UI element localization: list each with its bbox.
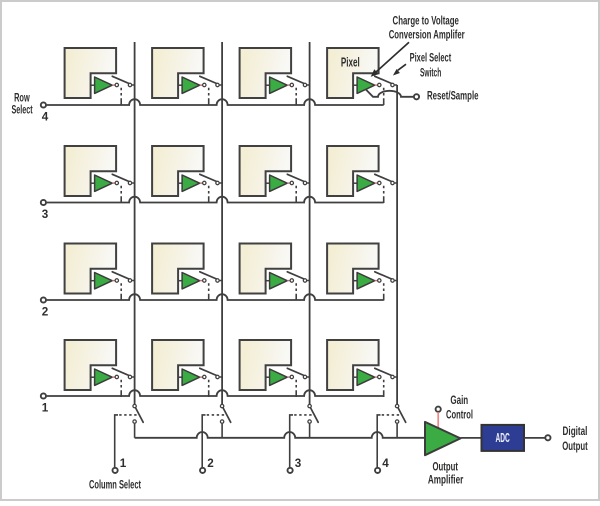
svg-text:Reset/Sample: Reset/Sample — [427, 89, 479, 103]
svg-text:4: 4 — [42, 109, 49, 123]
svg-text:Amplifier: Amplifier — [428, 473, 464, 487]
svg-text:3: 3 — [42, 207, 49, 221]
svg-text:Control: Control — [446, 408, 473, 422]
svg-text:Pixel Select: Pixel Select — [410, 51, 452, 65]
svg-text:3: 3 — [295, 456, 302, 470]
svg-text:Row: Row — [14, 90, 30, 104]
svg-text:Output: Output — [562, 439, 588, 453]
svg-text:Switch: Switch — [420, 66, 441, 80]
svg-text:Digital: Digital — [563, 424, 588, 438]
svg-text:Conversion Amplifer: Conversion Amplifer — [389, 27, 465, 41]
svg-text:1: 1 — [120, 456, 127, 470]
svg-text:Select: Select — [12, 102, 33, 116]
svg-text:2: 2 — [42, 304, 49, 318]
svg-text:1: 1 — [42, 400, 49, 414]
svg-text:Column Select: Column Select — [89, 478, 141, 492]
svg-text:2: 2 — [207, 456, 214, 470]
svg-text:4: 4 — [382, 456, 389, 470]
svg-text:Pixel: Pixel — [341, 56, 360, 70]
svg-text:ADC: ADC — [495, 431, 509, 445]
svg-text:Charge to Voltage: Charge to Voltage — [393, 13, 459, 27]
svg-text:Output: Output — [433, 460, 458, 474]
svg-text:Gain: Gain — [450, 393, 468, 407]
